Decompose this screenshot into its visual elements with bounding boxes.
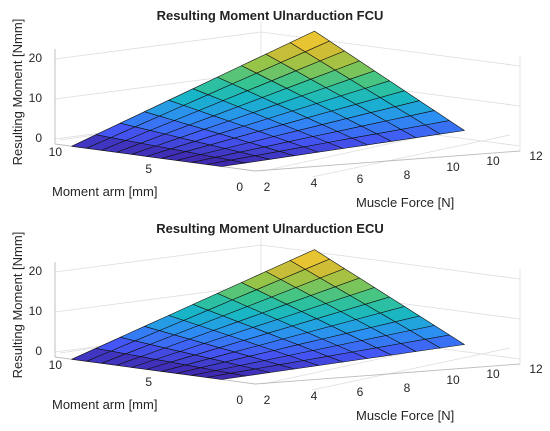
floor-gridline-x: [311, 347, 511, 391]
x-tick-label: 12: [529, 362, 543, 376]
surface-facet: [424, 334, 465, 349]
x-ticks: 2 4 6 8 10 10 12: [264, 362, 543, 407]
chart-title: Resulting Moment Ulnarduction ECU: [156, 221, 384, 236]
y-ticks: 10 5 0: [49, 145, 244, 194]
y-axis-label: Moment arm [mm]: [52, 184, 157, 199]
y-tick-label: 10: [49, 358, 63, 372]
z-tick-label: 10: [29, 91, 43, 105]
z-tick-label: 20: [29, 51, 43, 65]
floor-gridline-x: [311, 134, 511, 178]
x-tick-label: 8: [404, 168, 411, 182]
x-axis-label: Muscle Force [N]: [356, 195, 454, 210]
z-tick-label: 0: [35, 344, 42, 358]
z-gridline: [54, 31, 262, 60]
x-axis-label: Muscle Force [N]: [356, 408, 454, 423]
x-tick-label: 12: [529, 149, 543, 163]
y-tick-label: 0: [236, 393, 243, 407]
z-ticks: 20 10 0: [29, 51, 43, 145]
subplot-fcu: Resulting Moment Ulnarduction FCU 20: [10, 8, 543, 210]
z-tick-label: 10: [29, 304, 43, 318]
z-gridline: [54, 244, 262, 273]
subplot-ecu: Resulting Moment Ulnarduction ECU 20: [10, 221, 543, 423]
z-ticks: 20 10 0: [29, 264, 43, 358]
y-axis-label: Moment arm [mm]: [52, 397, 157, 412]
z-axis-label: Resulting Moment [Nmm]: [10, 232, 25, 379]
z-tick-label: 20: [29, 264, 43, 278]
surface-ecu: [71, 249, 465, 380]
z-gridline: [260, 244, 521, 280]
y-ticks: 10 5 0: [49, 358, 244, 407]
x-tick-label: 6: [357, 172, 364, 186]
x-tick-label: 10: [486, 154, 500, 168]
x-tick-label: 10: [446, 160, 460, 174]
y-tick-label: 5: [145, 375, 152, 389]
x-tick-label: 10: [446, 373, 460, 387]
x-ticks: 2 4 6 8 10 10 12: [264, 149, 543, 194]
z-axis-label: Resulting Moment [Nmm]: [10, 19, 25, 166]
y-tick-label: 5: [145, 162, 152, 176]
x-tick-label: 2: [264, 393, 271, 407]
x-tick-label: 6: [357, 385, 364, 399]
x-tick-label: 10: [486, 367, 500, 381]
y-tick-label: 10: [49, 145, 63, 159]
x-tick-label: 4: [311, 176, 318, 190]
x-tick-label: 8: [404, 381, 411, 395]
x-tick-label: 4: [311, 389, 318, 403]
x-axis-line: [254, 150, 521, 172]
z-tick-label: 0: [35, 131, 42, 145]
chart-title: Resulting Moment Ulnarduction FCU: [157, 8, 384, 23]
x-tick-label: 2: [264, 180, 271, 194]
y-tick-label: 0: [236, 180, 243, 194]
surface-fcu: [71, 30, 465, 167]
surface-facet: [424, 120, 465, 135]
x-axis-line: [254, 363, 521, 385]
